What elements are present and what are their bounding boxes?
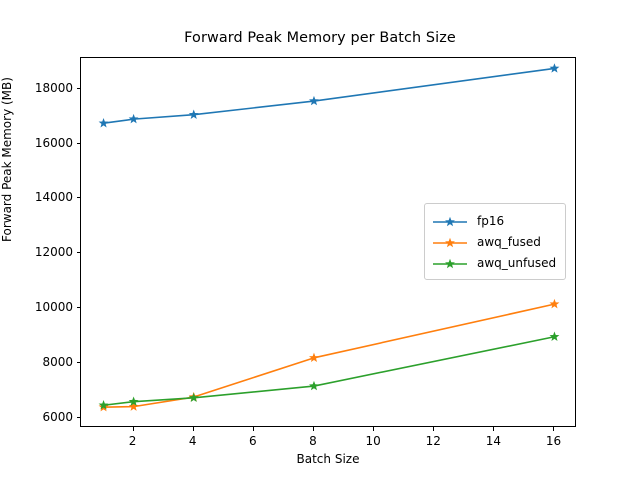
x-tick-mark [493,427,495,431]
x-tick-label: 10 [365,434,381,448]
x-tick-mark [192,427,194,431]
series-line [102,67,556,125]
data-point-marker [188,392,199,403]
x-tick-mark [433,427,435,431]
data-point-marker [309,352,319,363]
data-point-marker [549,331,560,341]
data-point-marker [549,63,560,73]
x-tick-label: 2 [128,434,137,448]
y-tick-label: 6000 [42,409,73,424]
legend-swatch-icon [432,256,468,270]
legend: fp16 awq_fused awq_unfused [424,203,567,280]
data-point-marker [128,113,139,124]
data-point-marker [98,400,109,410]
y-tick-label: 8000 [42,354,73,369]
y-tick-mark [76,142,80,144]
x-tick-mark [132,427,134,431]
data-point-marker [98,118,109,128]
series-awq_fused [98,298,560,412]
plot-area [80,57,576,427]
y-tick-mark [76,416,80,418]
series-line [102,303,556,408]
x-tick-label: 16 [545,434,562,448]
data-point-marker [128,401,139,411]
data-point-marker [309,380,319,391]
y-tick-mark [76,87,80,89]
data-point-marker [128,396,139,406]
y-tick-mark [76,306,80,308]
legend-label: awq_fused [477,234,541,249]
y-tick-mark [76,361,80,363]
y-tick-label: 10000 [34,299,73,314]
y-axis-label: Forward Peak Memory (MB) [0,77,14,242]
x-tick-mark [553,427,555,431]
data-point-marker [309,95,319,106]
x-tick-mark [252,427,254,431]
data-point-marker [188,109,199,119]
legend-label: awq_unfused [477,255,557,270]
x-axis-label: Batch Size [296,452,360,466]
legend-item-fp16[interactable]: fp16 [432,210,556,231]
x-tick-mark [312,427,314,431]
y-tick-mark [76,252,80,254]
page-title: Forward Peak Memory per Batch Size [184,30,456,46]
x-tick-label: 12 [425,434,441,448]
legend-swatch-icon [432,235,468,249]
legend-item-awq_fused[interactable]: awq_fused [432,231,556,252]
y-tick-label: 16000 [34,135,73,150]
x-tick-mark [373,427,375,431]
x-tick-label: 14 [485,434,501,448]
legend-swatch-icon [432,214,468,228]
y-tick-label: 12000 [34,245,73,260]
legend-item-awq_unfused[interactable]: awq_unfused [432,252,556,273]
series-fp16 [98,63,560,128]
x-tick-label: 4 [188,434,197,448]
data-point-marker [549,298,560,309]
y-tick-mark [76,197,80,199]
series-canvas [98,63,560,412]
series-awq_unfused [98,331,560,410]
y-tick-label: 14000 [34,190,73,205]
x-tick-label: 6 [249,434,257,448]
legend-label: fp16 [477,213,505,228]
x-tick-label: 8 [309,434,317,448]
series-line [102,335,556,407]
y-tick-label: 18000 [34,80,73,95]
